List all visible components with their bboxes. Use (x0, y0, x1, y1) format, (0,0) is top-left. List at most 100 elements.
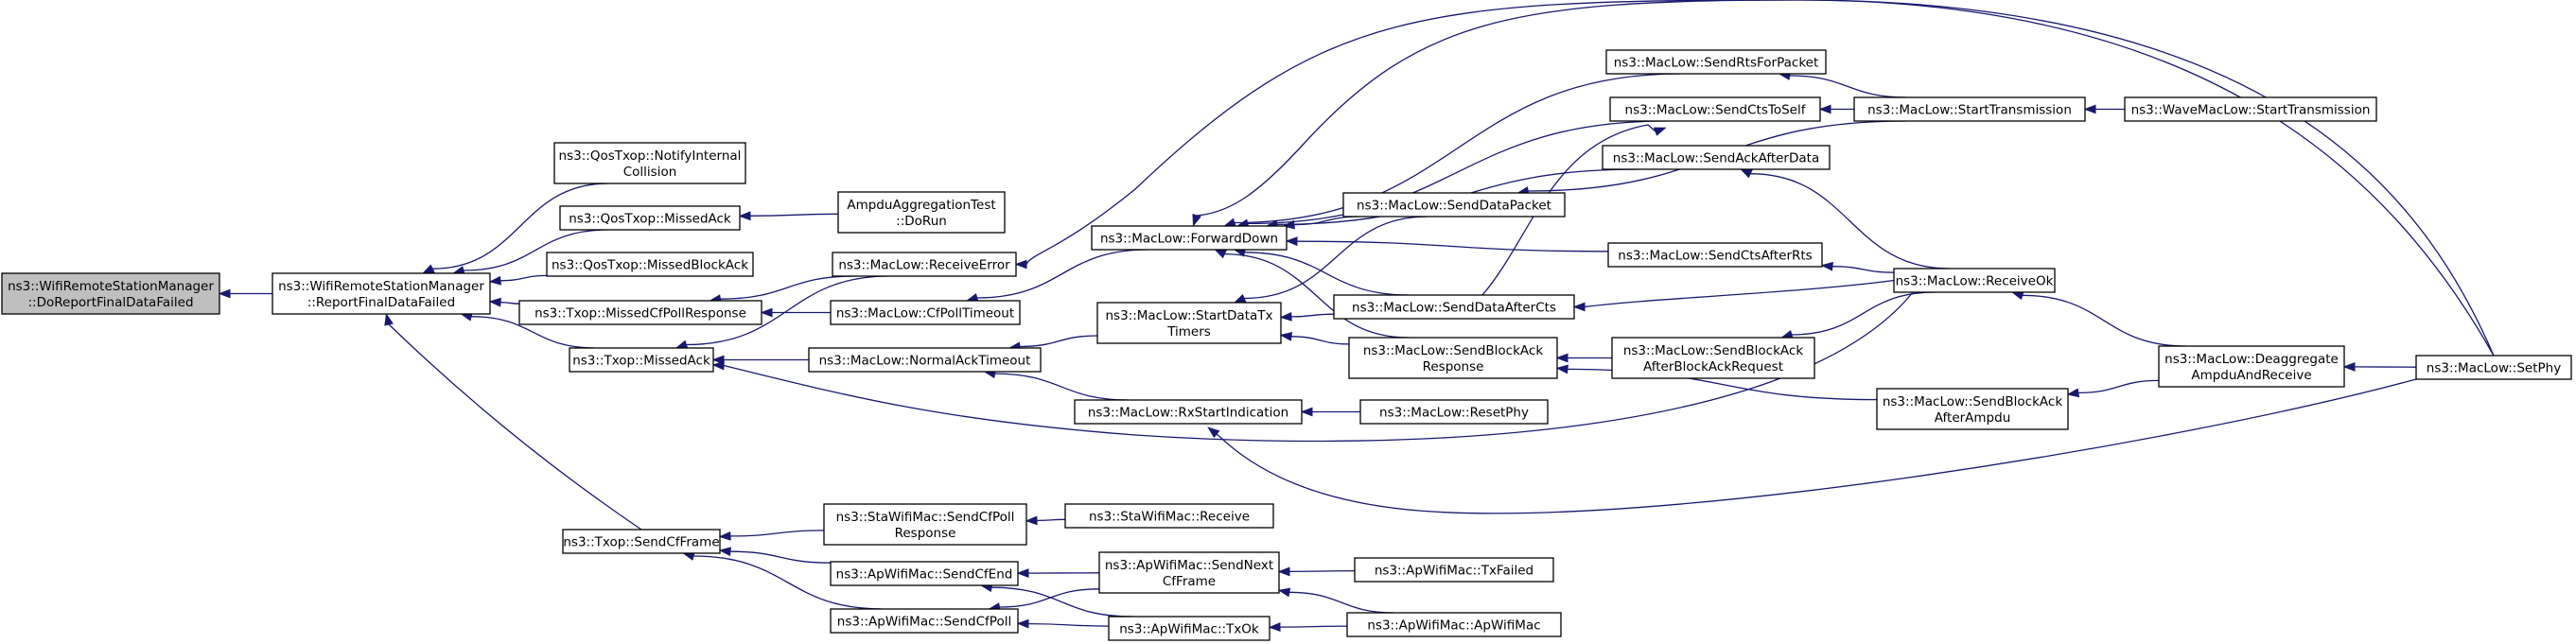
node-label: ns3::WifiRemoteStationManager (278, 279, 484, 294)
edge-arrowhead (384, 312, 394, 326)
node-wavestarttx[interactable]: ns3::WaveMacLow::StartTransmission (2124, 96, 2377, 122)
node-box (1605, 49, 1827, 75)
edge-arrowhead (1214, 249, 1227, 259)
node-box (837, 191, 1006, 234)
node-apwifimac[interactable]: ns3::ApWifiMac::ApWifiMac (1346, 612, 1562, 637)
node-label: ns3::QosTxop::NotifyInternal (559, 148, 742, 164)
node-sendrts[interactable]: ns3::MacLow::SendRtsForPacket (1605, 49, 1827, 75)
edge-line (720, 275, 855, 300)
node-sendctstoself[interactable]: ns3::MacLow::SendCtsToSelf (1609, 96, 1821, 122)
node-box (569, 347, 714, 373)
node-label: ns3::ApWifiMac::TxFailed (1375, 564, 1533, 579)
node-qmissed[interactable]: ns3::QosTxop::MissedAck (559, 205, 741, 231)
node-sendackafterdata[interactable]: ns3::MacLow::SendAckAfterData (1602, 145, 1831, 170)
node-ampdutest[interactable]: AmpduAggregationTest::DoRun (837, 191, 1006, 234)
edge-sendctsafterrts-to-forward (1285, 236, 1609, 252)
edge-line (1019, 335, 1098, 348)
edge-arrowhead (1223, 218, 1236, 228)
edge-line (1244, 216, 1428, 300)
edge-tsendcf-to-report (384, 312, 642, 531)
node-label: ns3::MacLow::SendBlockAck (1883, 394, 2062, 409)
edge-line (991, 586, 1132, 618)
node-aptxfailed[interactable]: ns3::ApWifiMac::TxFailed (1354, 557, 1554, 583)
edge-apnextcf-to-apcfend (1016, 568, 1100, 579)
edge-apwifimac-to-aptxok (1268, 622, 1348, 633)
node-senddataaftercts[interactable]: ns3::MacLow::SendDataAfterCts (1333, 294, 1575, 320)
edge-line (388, 323, 642, 531)
node-box (1074, 399, 1303, 425)
edge-setphy-to-rxstart (1207, 378, 2417, 514)
edge-arrowhead (1192, 214, 1201, 227)
node-aptxok[interactable]: ns3::ApWifiMac::TxOk (1108, 616, 1270, 641)
node-label: ns3::MacLow::ResetPhy (1379, 406, 1529, 421)
edge-arrowhead (1555, 364, 1568, 374)
node-label: ns3::QosTxop::MissedAck (569, 212, 731, 227)
edge-recverr-to-tmissedcf (709, 275, 855, 304)
node-receiveok[interactable]: ns3::MacLow::ReceiveOk (1893, 268, 2056, 293)
node-label: ns3::ApWifiMac::ApWifiMac (1367, 618, 1540, 634)
node-report[interactable]: ns3::WifiRemoteStationManager::ReportFin… (272, 272, 491, 315)
node-qmissedblock[interactable]: ns3::QosTxop::MissedBlockAck (546, 252, 754, 277)
edge-line (994, 373, 1129, 401)
node-label: ns3::Txop::MissedAck (572, 354, 710, 369)
node-label: ns3::QosTxop::MissedBlockAck (552, 258, 748, 273)
node-box (546, 252, 754, 277)
node-box (518, 300, 762, 325)
node-sendctsafterrts[interactable]: ns3::MacLow::SendCtsAfterRts (1607, 242, 1823, 268)
edge-line (1288, 591, 1394, 614)
node-tmissed[interactable]: ns3::Txop::MissedAck (569, 347, 714, 373)
node-box (1893, 268, 2056, 293)
edge-line (1791, 291, 1935, 336)
node-cfpoll[interactable]: ns3::MacLow::CfPollTimeout (830, 300, 1021, 325)
edge-resetphy-to-rxstart (1300, 407, 1361, 417)
edge-arrowhead (1268, 622, 1281, 633)
node-starttx[interactable]: ns3::MacLow::StartTransmission (1853, 96, 2086, 122)
edge-line (729, 530, 825, 537)
node-label: ns3::WaveMacLow::StartTransmission (2131, 103, 2371, 118)
edge-ampdutest-to-qmissed (738, 211, 839, 221)
node-normalack[interactable]: ns3::MacLow::NormalAckTimeout (808, 347, 1042, 373)
edge-line (1584, 279, 1895, 308)
node-starecv[interactable]: ns3::StaWifiMac::Receive (1064, 503, 1274, 529)
node-apcfpoll[interactable]: ns3::ApWifiMac::SendCfPoll (830, 608, 1019, 634)
edge-starttx-to-sendrts (1778, 71, 1907, 98)
node-resetphy[interactable]: ns3::MacLow::ResetPhy (1359, 399, 1549, 425)
edge-line (1025, 0, 2495, 357)
edge-qmissed-to-report (451, 229, 608, 275)
edge-line (1247, 120, 1667, 225)
edge-line (729, 550, 832, 564)
node-root[interactable]: ns3::WifiRemoteStationManager::DoReportF… (1, 272, 220, 315)
edge-line (2077, 379, 2160, 394)
node-box (1853, 96, 2086, 122)
edge-normalack-to-tmissed (711, 355, 809, 365)
node-senddatapkt[interactable]: ns3::MacLow::SendDataPacket (1342, 192, 1566, 218)
node-sendblockackafterreq[interactable]: ns3::MacLow::SendBlockAckAfterBlockAckRe… (1611, 337, 1815, 379)
node-label: Response (1423, 359, 1484, 374)
edge-wavestarttx-to-starttx (2083, 104, 2125, 114)
node-label: ns3::Txop::MissedCfPollResponse (534, 306, 746, 322)
edge-line (1750, 173, 1950, 270)
node-box (1346, 612, 1562, 637)
edge-arrowhead (1820, 261, 1833, 271)
node-forward[interactable]: ns3::MacLow::ForwardDown (1091, 225, 1288, 251)
node-tsendcf[interactable]: ns3::Txop::SendCfFrame (562, 529, 721, 554)
edge-senddataaftercts-to-sendctstoself (1481, 124, 1667, 296)
node-apcfend[interactable]: ns3::ApWifiMac::SendCfEnd (830, 561, 1019, 586)
node-label: ns3::MacLow::SendAckAfterData (1613, 151, 1819, 166)
node-label: ns3::MacLow::SendDataAfterCts (1352, 301, 1556, 316)
node-recverr[interactable]: ns3::MacLow::ReceiveError (832, 252, 1017, 277)
node-rxstart[interactable]: ns3::MacLow::RxStartIndication (1074, 399, 1303, 425)
node-setphy[interactable]: ns3::MacLow::SetPhy (2415, 355, 2572, 380)
node-tmissedcf[interactable]: ns3::Txop::MissedCfPollResponse (518, 300, 762, 325)
edge-arrowhead (218, 288, 231, 299)
node-label: AmpduAggregationTest (847, 198, 995, 213)
edge-arrowhead (711, 360, 725, 371)
